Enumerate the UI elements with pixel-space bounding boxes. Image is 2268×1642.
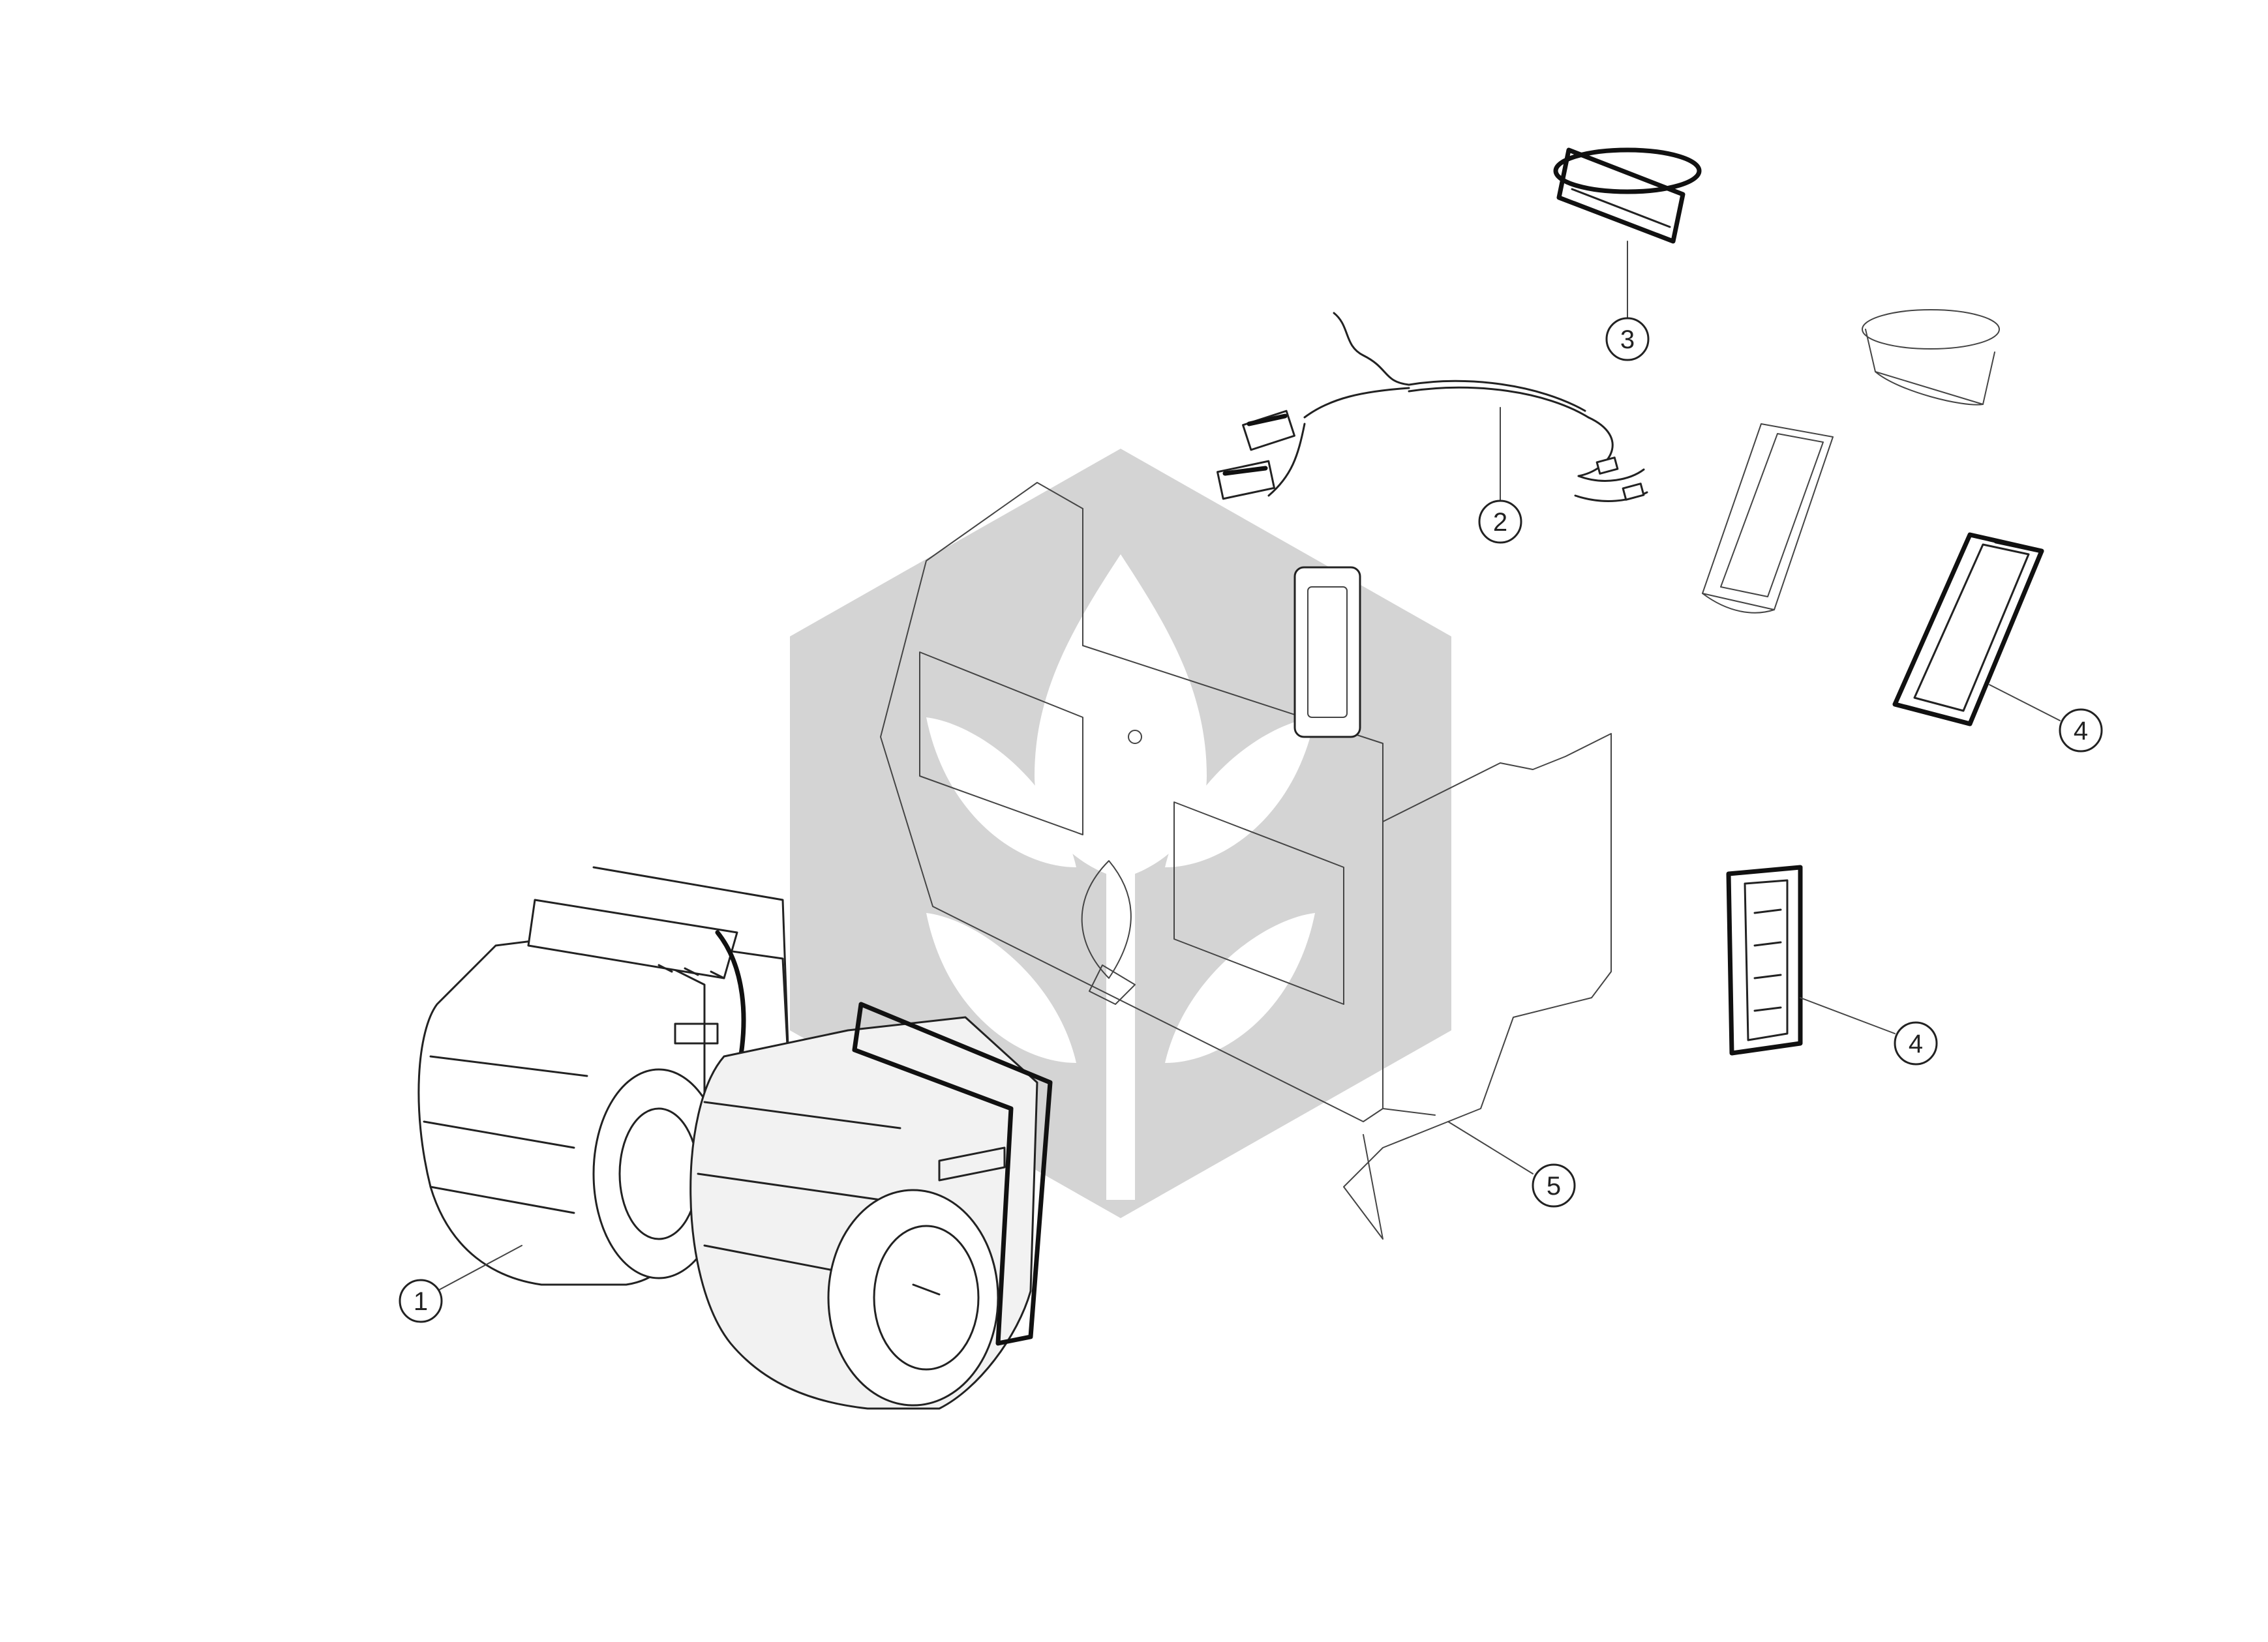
callout-label: 4 bbox=[2074, 717, 2088, 745]
part-1-blower-motor bbox=[417, 866, 1053, 1410]
callout-label: 2 bbox=[1493, 508, 1507, 537]
leader-lines bbox=[430, 241, 2061, 1295]
part-5-heater-housing bbox=[880, 482, 1612, 1240]
part-4-filter-panel-ghost bbox=[1702, 423, 1834, 614]
callout-1: 1 bbox=[399, 1279, 443, 1323]
leader-line-4b bbox=[1800, 997, 1896, 1034]
leader-line-4a bbox=[1989, 684, 2061, 721]
callout-4b: 4 bbox=[1894, 1021, 1938, 1066]
callout-4a: 4 bbox=[2059, 708, 2103, 753]
part-3-round-filter-ghost bbox=[1862, 309, 2000, 406]
callout-3: 3 bbox=[1605, 317, 1650, 361]
part-3-round-filter bbox=[1553, 147, 1702, 244]
callout-label: 5 bbox=[1547, 1172, 1561, 1201]
part-4-filter-panel-lower bbox=[1726, 865, 1803, 1056]
callout-label: 4 bbox=[1909, 1030, 1923, 1058]
callout-2: 2 bbox=[1478, 500, 1522, 544]
callout-label: 3 bbox=[1620, 325, 1635, 354]
callout-label: 1 bbox=[414, 1287, 428, 1316]
part-2-wire-harness bbox=[1217, 312, 1648, 502]
callout-5: 5 bbox=[1532, 1163, 1576, 1208]
leader-line-1 bbox=[430, 1245, 522, 1295]
leader-line-5 bbox=[1447, 1121, 1534, 1174]
part-4-filter-panel-upper bbox=[1892, 532, 2044, 726]
